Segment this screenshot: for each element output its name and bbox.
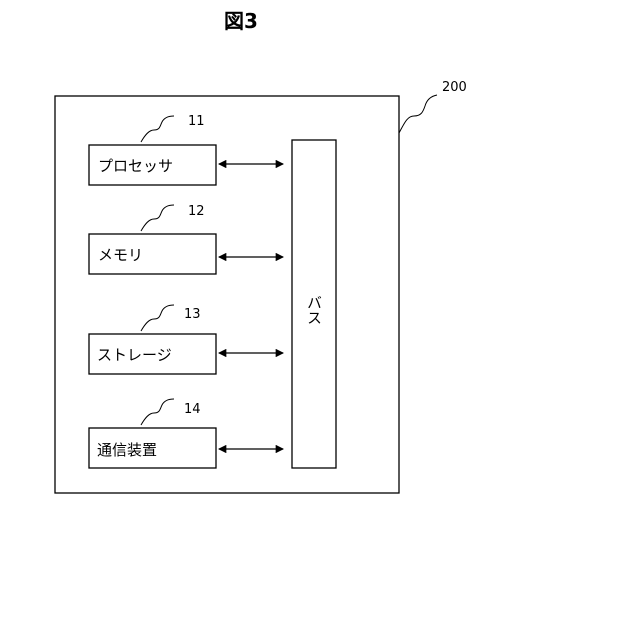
block-communication-device: 通信装置 14: [89, 399, 283, 468]
block-ref-number: 13: [184, 307, 201, 322]
block-processor: プロセッサ 11: [89, 114, 283, 185]
block-label: プロセッサ: [98, 157, 173, 175]
block-label: ストレージ: [97, 346, 172, 364]
block-leader-line: [141, 305, 174, 331]
device-leader-line: [399, 95, 437, 133]
block-leader-line: [141, 116, 174, 142]
block-ref-number: 14: [184, 402, 201, 417]
device-frame: [55, 96, 399, 493]
block-label: 通信装置: [97, 441, 157, 459]
block-memory: メモリ 12: [89, 204, 283, 274]
figure-title: 図3: [224, 9, 258, 33]
block-ref-number: 12: [188, 204, 205, 219]
block-ref-number: 11: [188, 114, 205, 129]
block-leader-line: [141, 205, 174, 231]
device-ref-number: 200: [442, 80, 467, 95]
bus-label: バス: [305, 295, 323, 325]
block-leader-line: [141, 399, 174, 425]
block-label: メモリ: [98, 246, 143, 264]
block-storage: ストレージ 13: [89, 305, 283, 374]
